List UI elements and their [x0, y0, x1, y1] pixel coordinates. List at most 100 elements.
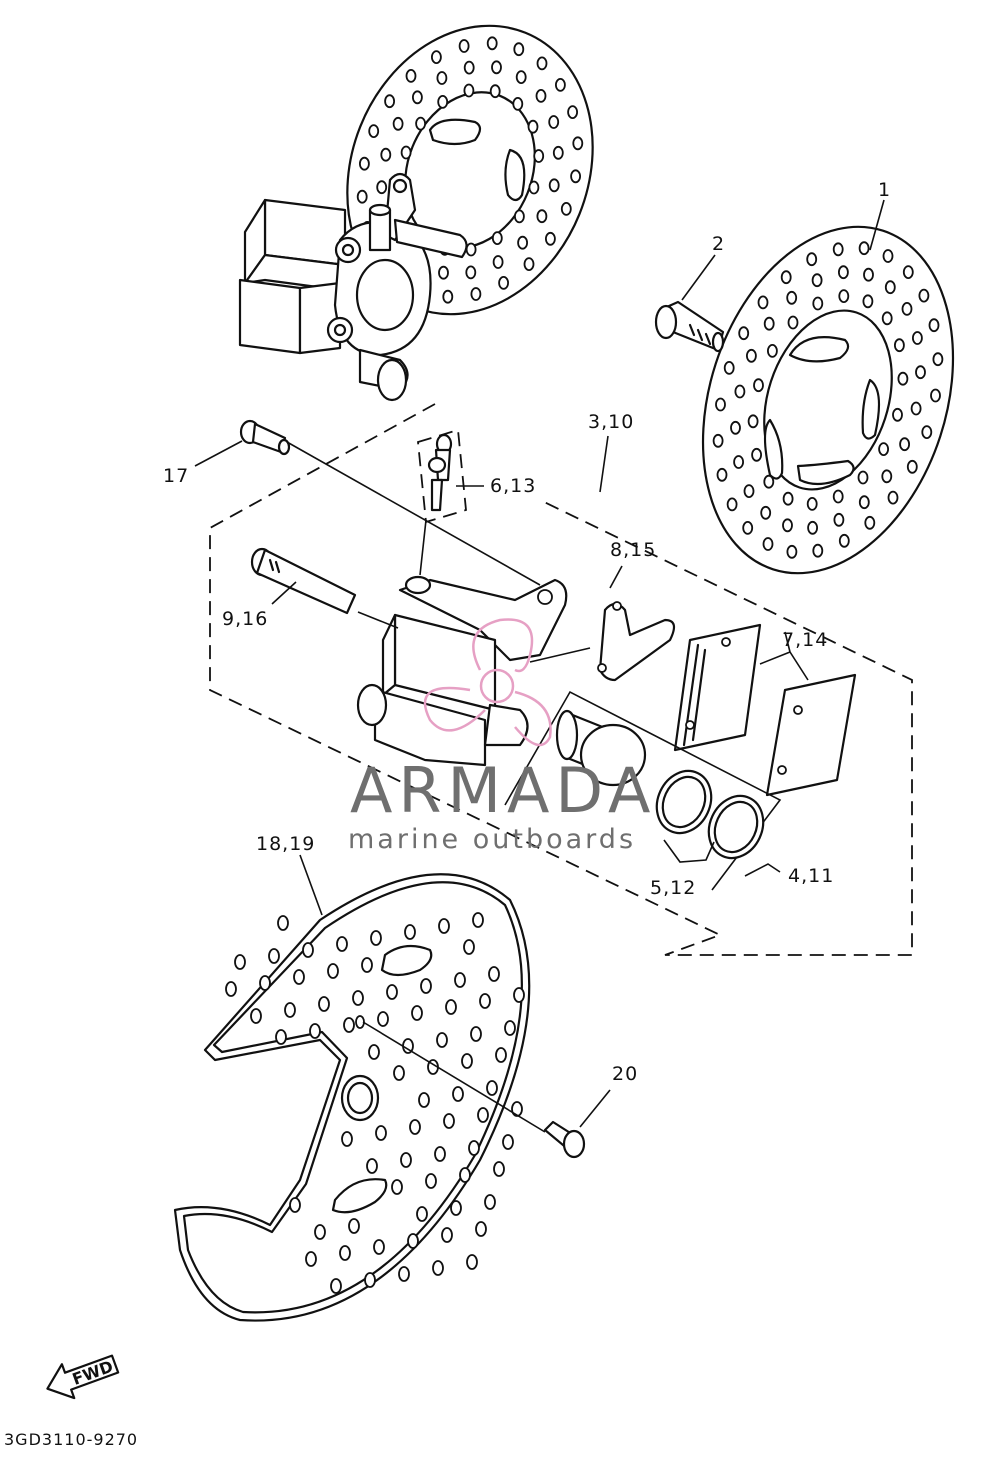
vent-hole	[250, 1008, 262, 1024]
vent-hole	[548, 178, 560, 193]
vent-hole	[259, 975, 271, 991]
part-17-bolt	[239, 419, 291, 456]
vent-hole	[762, 537, 774, 551]
vent-hole	[373, 1239, 385, 1255]
vent-hole	[742, 521, 754, 535]
vent-hole	[746, 348, 757, 363]
callout-18-19: 18,19	[256, 833, 315, 855]
vent-hole	[511, 1101, 523, 1117]
vent-hole	[570, 169, 581, 184]
vent-hole	[330, 1278, 342, 1294]
vent-hole	[380, 147, 392, 162]
vent-hole	[343, 1017, 355, 1033]
watermark-tagline: marine outboards	[348, 824, 636, 855]
vent-hole	[733, 455, 744, 469]
vent-hole	[364, 1272, 376, 1288]
vent-hole	[309, 1023, 321, 1039]
vent-hole	[504, 1020, 516, 1036]
vent-hole	[275, 1029, 287, 1045]
callout-5-12: 5,12	[650, 877, 696, 899]
vent-hole	[348, 1218, 360, 1234]
vent-hole	[780, 270, 792, 285]
vent-hole	[806, 496, 818, 511]
vent-hole	[327, 963, 339, 979]
vent-hole	[552, 145, 564, 160]
vent-hole	[377, 1011, 389, 1027]
vent-hole	[463, 60, 475, 75]
vent-hole	[533, 149, 545, 163]
vent-hole	[536, 56, 548, 71]
vent-hole	[930, 388, 941, 403]
vent-hole	[289, 1197, 301, 1213]
vent-hole	[441, 1227, 453, 1243]
drawing-code: 3GD3110-9270	[4, 1430, 138, 1449]
vent-hole	[730, 420, 741, 435]
part-1-brake-disc	[701, 225, 955, 575]
vent-hole	[450, 1200, 462, 1216]
part-20-screw	[543, 1120, 586, 1159]
vent-hole	[425, 1173, 437, 1189]
vent-hole	[498, 275, 510, 290]
vent-hole	[479, 993, 491, 1009]
vent-hole	[293, 969, 305, 985]
vent-hole	[734, 384, 746, 399]
vent-hole	[514, 209, 525, 224]
vent-hole	[477, 1107, 489, 1123]
vent-hole	[747, 414, 759, 429]
assembled-caliper	[238, 172, 468, 402]
vent-hole	[400, 145, 412, 160]
vent-hole	[411, 90, 423, 105]
fwd-arrow: FWD	[46, 1354, 120, 1400]
vent-hole	[463, 939, 475, 955]
vent-hole	[434, 1146, 446, 1162]
vent-hole	[430, 50, 442, 64]
vent-hole	[442, 289, 454, 304]
vent-hole	[358, 156, 370, 171]
vent-hole	[492, 255, 504, 269]
vent-hole	[864, 515, 876, 530]
vent-hole	[832, 489, 844, 504]
vent-hole	[806, 252, 818, 267]
callout-8-15: 8,15	[610, 539, 656, 561]
vent-hole	[857, 470, 869, 485]
vent-hole	[225, 981, 237, 997]
vent-hole	[921, 425, 933, 440]
vent-hole	[838, 265, 849, 280]
vent-hole	[782, 491, 794, 506]
vent-hole	[716, 467, 728, 482]
vent-hole	[515, 70, 527, 84]
callout-2: 2	[712, 233, 725, 255]
vent-hole	[407, 1233, 419, 1249]
part-4-11-piston	[504, 690, 782, 891]
vent-hole	[463, 83, 475, 98]
vent-hole	[443, 1113, 455, 1129]
vent-hole	[502, 1134, 514, 1150]
vent-hole	[418, 1092, 430, 1108]
vent-hole	[838, 533, 850, 548]
vent-hole	[536, 209, 548, 224]
vent-hole	[910, 401, 922, 416]
vent-hole	[284, 1002, 296, 1018]
vent-hole	[411, 1005, 423, 1021]
vent-hole	[445, 999, 457, 1015]
vent-hole	[468, 1140, 480, 1156]
vent-hole	[339, 1245, 351, 1261]
vent-hole	[560, 201, 572, 216]
callout-20: 20	[612, 1063, 638, 1085]
watermark-brand: ARMADA	[350, 754, 656, 827]
vent-hole	[393, 1065, 405, 1081]
vent-hole	[882, 249, 894, 263]
vent-hole	[452, 1086, 464, 1102]
vent-hole	[404, 924, 416, 940]
callout-6-13: 6,13	[490, 475, 536, 497]
callout-3-10: 3,10	[588, 411, 634, 433]
callout-1: 1	[878, 179, 891, 201]
vent-hole	[767, 343, 778, 358]
vent-hole	[375, 1125, 387, 1141]
vent-hole	[368, 124, 380, 139]
vent-hole	[398, 1266, 410, 1282]
vent-hole	[234, 954, 246, 970]
vent-hole	[858, 495, 870, 510]
vent-hole	[523, 257, 535, 272]
vent-hole	[513, 42, 525, 57]
